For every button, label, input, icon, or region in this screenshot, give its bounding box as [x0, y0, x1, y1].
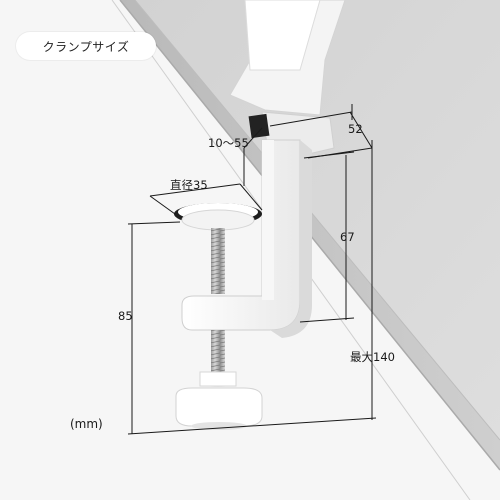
screw-height-label: 85 — [118, 309, 133, 323]
max-height-label: 最大140 — [350, 350, 395, 364]
knob — [175, 371, 263, 430]
clamp-body — [181, 139, 312, 338]
diameter-label: 直径35 — [170, 178, 208, 192]
unit-label: (mm) — [70, 417, 103, 431]
pressure-pad — [174, 203, 262, 231]
screw-upper — [211, 228, 225, 294]
clamp-size-badge: クランプサイズ — [16, 32, 156, 60]
arm-base — [229, 0, 346, 157]
clamp-range-label: 10〜55 — [208, 136, 249, 150]
screw-lower — [211, 330, 225, 382]
inner-height-label: 67 — [340, 230, 355, 244]
depth-label: 52 — [348, 122, 363, 136]
dimension-lines — [127, 104, 377, 435]
